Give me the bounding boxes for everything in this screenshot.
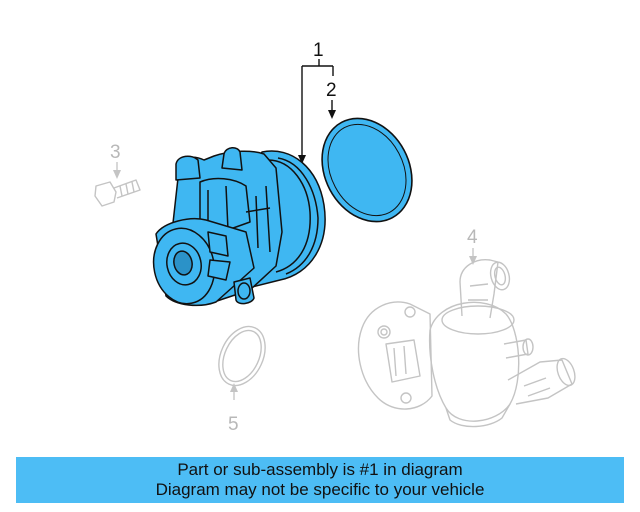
callout-1: 1: [313, 40, 324, 61]
callout-5-arrowhead: [230, 383, 238, 392]
callout-3: 3: [110, 142, 121, 163]
callout-4: 4: [467, 227, 478, 248]
bolt-part-3[interactable]: [94, 179, 141, 207]
callout-5: 5: [228, 414, 239, 435]
info-banner: Part or sub-assembly is #1 in diagram Di…: [16, 457, 624, 503]
banner-line-1: Part or sub-assembly is #1 in diagram: [177, 460, 463, 479]
parts-diagram: 1 2: [94, 40, 579, 435]
water-pump-part-1[interactable]: [147, 147, 326, 310]
thermostat-housing-part-4[interactable]: [357, 259, 579, 428]
callout-4-arrowhead: [469, 256, 477, 265]
callout-1-leader: [301, 59, 334, 158]
callout-2-arrowhead: [328, 110, 336, 119]
callout-1-arrowhead: [298, 155, 306, 164]
callout-3-arrowhead: [113, 170, 121, 179]
gasket-ring-part-2[interactable]: [305, 103, 430, 238]
banner-line-2: Diagram may not be specific to your vehi…: [155, 480, 485, 499]
o-ring-part-5[interactable]: [210, 319, 274, 393]
callout-2: 2: [326, 80, 337, 101]
